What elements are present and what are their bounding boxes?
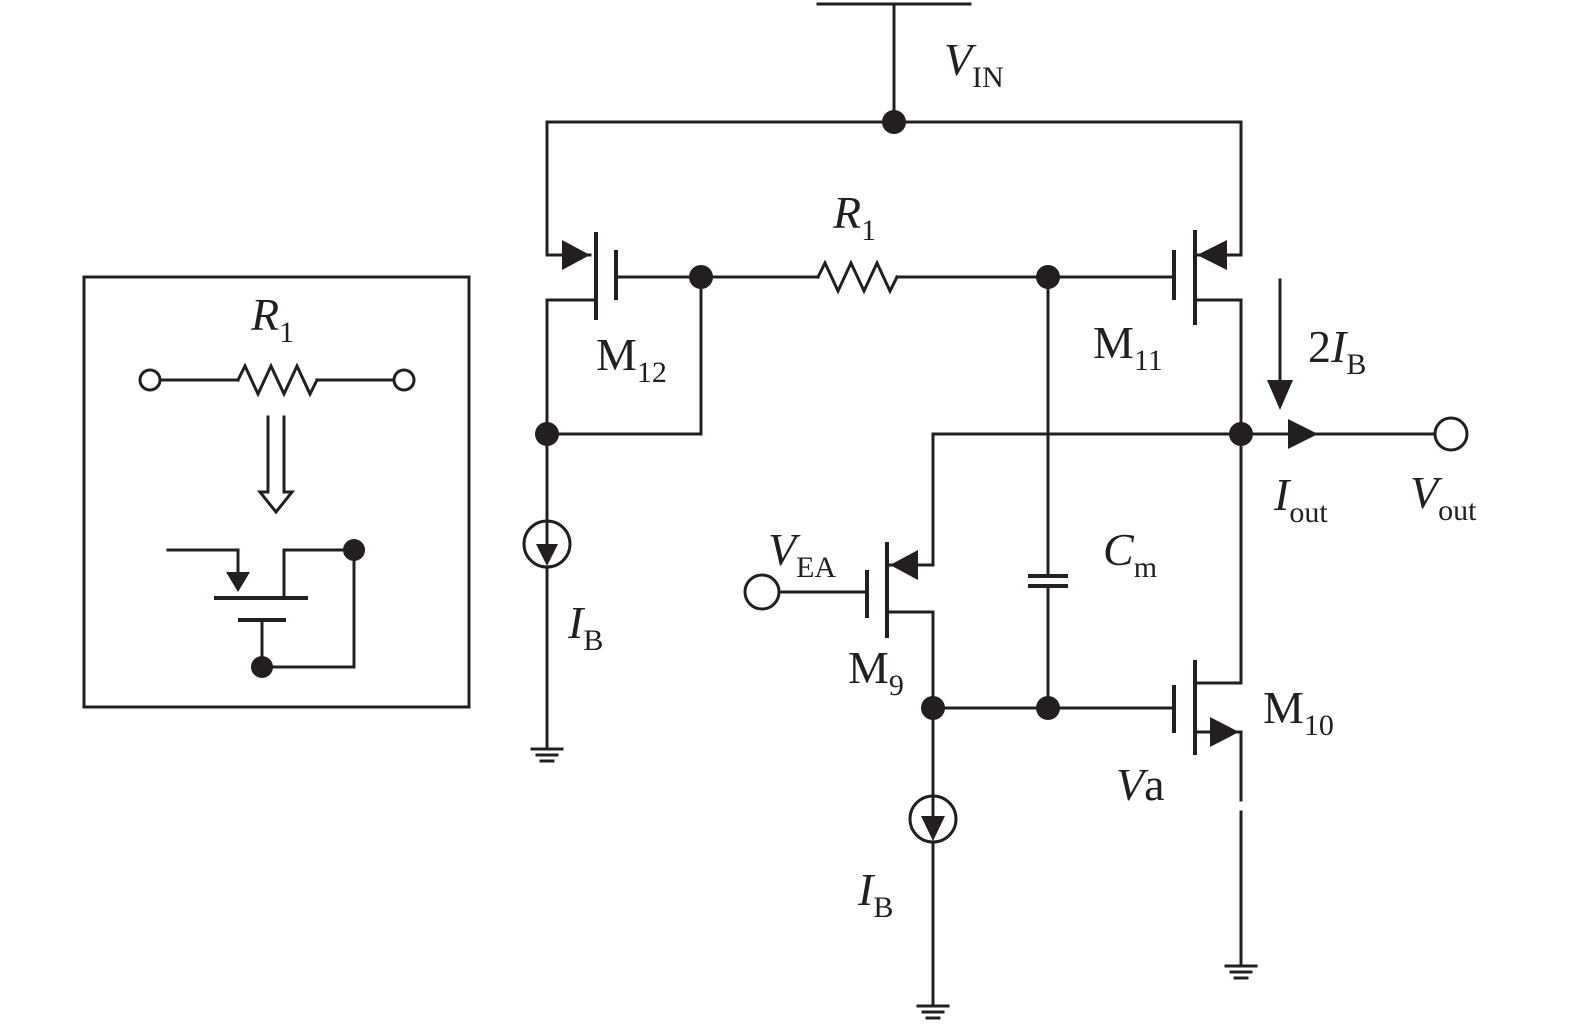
label-m11: M11 [1093, 317, 1163, 377]
transistor-m10 [1172, 432, 1243, 967]
current-source-ib-left [522, 432, 572, 750]
resistor-r1 [699, 259, 1060, 295]
ground-center-icon [916, 1004, 950, 1020]
inset-terminal-right [392, 368, 416, 392]
inset-terminal-left [138, 368, 162, 392]
m11-arrow-icon [1197, 240, 1227, 270]
inset-node-gate [251, 656, 273, 678]
ib-left-arrow-icon [536, 544, 558, 566]
iout-arrow-icon [1288, 419, 1318, 449]
inset-node-drain [343, 539, 365, 561]
label-m12: M12 [596, 329, 667, 389]
r1-zigzag [815, 259, 900, 295]
inset-frame [82, 275, 471, 709]
va-node-cm [1036, 696, 1060, 720]
label-vin: VIN [944, 34, 1004, 94]
transistor-m12 [535, 120, 713, 446]
label-m10: M10 [1263, 682, 1334, 742]
transistor-m11 [1046, 120, 1243, 436]
label-cm: Cm [1103, 524, 1157, 584]
ib-bottom-arrow-icon [921, 816, 945, 841]
current-2ib-arrow [1267, 278, 1293, 410]
label-vout: Vout [1410, 467, 1477, 527]
inset-resistor-r1 [235, 362, 320, 398]
vin-node [882, 110, 906, 134]
output-node [931, 416, 1469, 452]
m9-arrow-icon [890, 550, 918, 580]
transistor-m9 [743, 432, 935, 710]
inset-mos-arrow-icon [226, 572, 250, 592]
vin-rail [545, 2, 1243, 134]
m12-arrow-icon [562, 240, 590, 270]
label-ib-left: IB [567, 597, 603, 657]
capacitor-cm [1028, 275, 1068, 710]
ground-left-icon [530, 747, 564, 763]
equivalence-arrow-icon [256, 415, 296, 515]
label-m9: M9 [848, 642, 904, 702]
ground-right-icon [1224, 964, 1258, 980]
label-r1: R1 [832, 187, 876, 247]
va-node [921, 696, 1174, 720]
label-vea: VEA [768, 524, 836, 584]
current-source-ib-bottom [908, 706, 958, 1007]
m10-arrow-icon [1210, 717, 1239, 747]
vout-terminal [1433, 416, 1469, 452]
label-iout: Iout [1273, 469, 1328, 529]
current-2ib-arrow-icon [1267, 380, 1293, 410]
label-va: Va [1116, 759, 1165, 810]
label-2ib: 2IB [1308, 321, 1366, 381]
vea-terminal [743, 573, 781, 611]
r1-equivalence-inset [82, 275, 471, 709]
label-ib-bottom: IB [857, 864, 893, 924]
label-r1-inset: R1 [250, 289, 294, 349]
